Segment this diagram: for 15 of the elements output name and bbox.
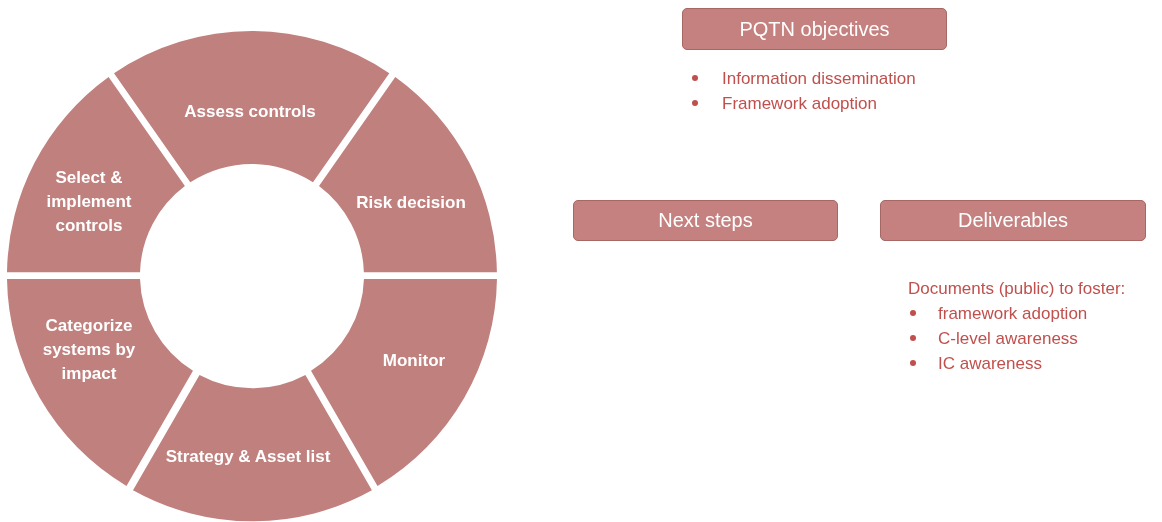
bullet-item: framework adoption <box>938 303 1088 325</box>
segment-label: Categorize systems by impact <box>41 315 137 385</box>
segment-label: Monitor <box>381 350 447 372</box>
segment-label: Assess controls <box>183 101 317 123</box>
bullet-item: C-level awareness <box>938 328 1078 350</box>
segment-label: Select & implement controls <box>45 167 133 237</box>
segment-label: Risk decision <box>355 192 467 214</box>
heading-box: Next steps <box>573 200 838 241</box>
bullet-item: Information dissemination <box>722 68 916 90</box>
heading-box: Deliverables <box>880 200 1146 241</box>
bullet-item: IC awareness <box>938 353 1042 375</box>
list-intro: Documents (public) to foster: <box>908 278 1126 300</box>
segment-label: Strategy & Asset list <box>164 446 332 468</box>
bullet-item: Framework adoption <box>722 93 877 115</box>
heading-box: PQTN objectives <box>682 8 947 50</box>
